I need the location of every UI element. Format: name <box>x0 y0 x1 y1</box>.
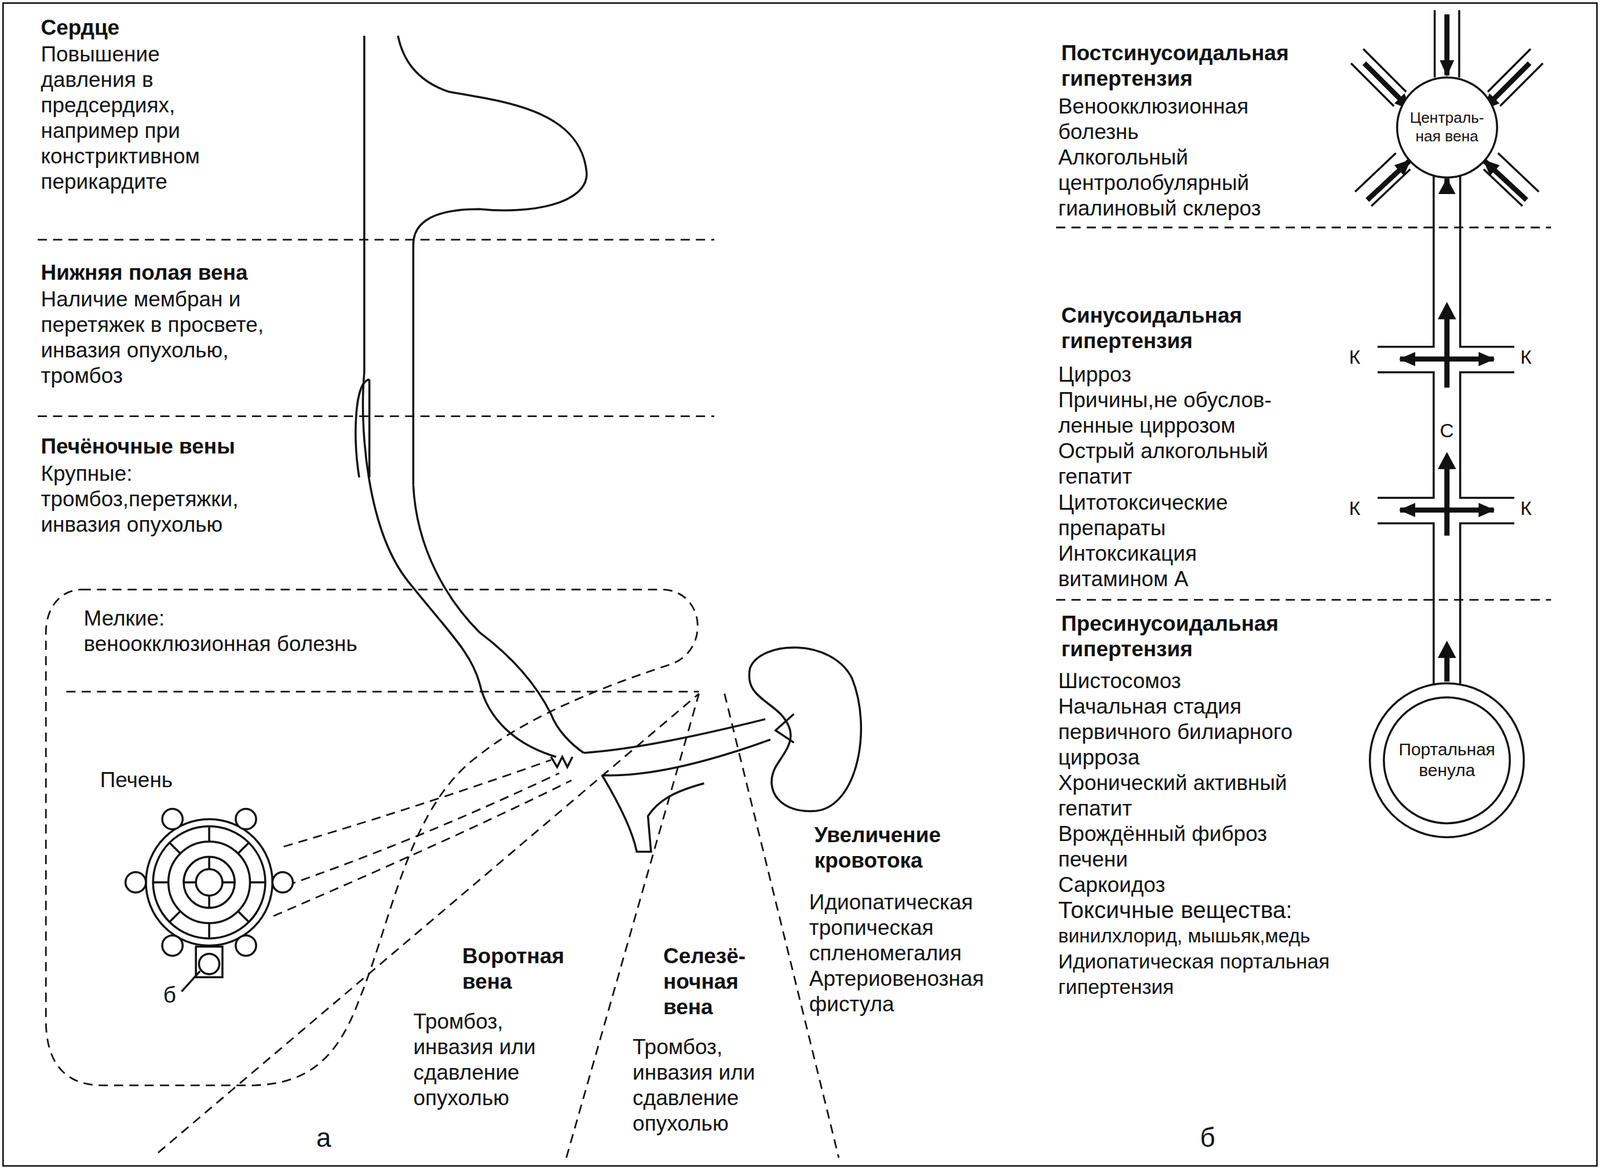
label-text: б <box>163 981 177 1009</box>
lobule-knob <box>162 809 183 830</box>
hepatic-vein <box>355 379 370 478</box>
flow-arrow <box>1483 159 1527 200</box>
lobule-knob <box>125 872 146 893</box>
section-heading: Постсинусоидальная гипертензия <box>1061 40 1358 92</box>
vessel-wall <box>1483 152 1539 207</box>
label-text: Печень <box>100 767 173 794</box>
label-text: Тромбоз, инвазия или сдавление опухолью <box>632 1034 786 1137</box>
circle-outline <box>1383 697 1511 824</box>
spleen <box>749 647 861 812</box>
label-text: Начальная стадия первичного билиарного ц… <box>1058 693 1350 771</box>
label-text: Артериовенозная фистула <box>809 966 1024 1018</box>
label-text: Алкогольный центролобулярный гиалиновый … <box>1058 144 1314 222</box>
divider-line <box>66 691 699 693</box>
vessel-wall <box>1460 176 1515 684</box>
label-text: Цитотоксические препараты <box>1058 490 1293 542</box>
lobule-link <box>273 780 572 916</box>
vena-cava-wall <box>413 484 584 754</box>
vena-cava-wall <box>363 35 557 758</box>
label-text: Тромбоз, инвазия или сдавление опухолью <box>413 1009 566 1112</box>
circle-outline <box>1368 681 1526 839</box>
label-text: Интоксикация витамином А <box>1058 541 1293 593</box>
label-text: Токсичные вещества: <box>1058 896 1293 924</box>
label-text: Идиопатическая тропическая спленомегалия <box>809 889 1019 967</box>
lobule-knob <box>235 809 257 830</box>
divider-lines <box>37 227 1551 1159</box>
flow-arrow <box>1367 159 1410 200</box>
divider-line <box>37 238 715 241</box>
section-heading: Селезё-ночная вена <box>663 943 761 1021</box>
vessel-wall <box>1434 10 1460 78</box>
label-text: К <box>1349 495 1361 522</box>
spleen-hilum <box>775 714 795 743</box>
label-text: Причины,не обуслов-ленные циррозом <box>1058 387 1324 439</box>
label-text: Веноокклюзионная болезнь <box>1058 93 1299 145</box>
label-text: Идиопатическая портальная гипертензия <box>1058 948 1401 1000</box>
label-text: б <box>1200 1122 1216 1155</box>
section-heading: Воротная вена <box>462 943 601 995</box>
label-text: Мелкие: <box>83 605 165 632</box>
section-heading: Синусоидальная гипертензия <box>1061 302 1307 354</box>
splenic-vein <box>601 739 771 776</box>
liver-outline <box>45 589 698 1086</box>
lobule-knob <box>198 954 219 975</box>
leader-line <box>181 971 201 992</box>
label-text: а <box>316 1122 331 1155</box>
label-text: веноокклюзионная болезнь <box>83 631 357 657</box>
flow-arrow <box>1444 14 1450 76</box>
lobule-knob <box>272 872 293 893</box>
label-text: Хронический активный гепатит <box>1058 770 1344 822</box>
lobule-link <box>286 773 560 886</box>
lobule-knob <box>235 935 257 956</box>
label-text: К <box>1520 495 1533 522</box>
vessel-circle: Портальная венула <box>1368 681 1526 839</box>
vessel-wall <box>1377 176 1434 684</box>
lobule-spokes <box>152 826 266 940</box>
divider-line <box>1056 598 1551 601</box>
label-text: Врождённый фиброз печени <box>1058 821 1324 873</box>
flow-arrows <box>1364 14 1530 511</box>
label-text: Саркоидоз <box>1058 872 1166 898</box>
lobule-center <box>195 868 223 896</box>
label-text: Повышение давления в предсердиях, наприм… <box>40 41 245 195</box>
section-heading: Пресинусоидальная гипертензия <box>1061 611 1347 663</box>
label-text: Наличие мембран и перетяжек в просвете, … <box>40 286 316 389</box>
label-text: Шистосомоз <box>1058 668 1182 694</box>
vessel-drawing <box>355 35 861 853</box>
lobule-ring <box>145 819 273 946</box>
lobule-knob <box>162 935 183 956</box>
section-heading: Сердце <box>40 15 120 41</box>
mesenteric-vein <box>601 775 704 852</box>
lobule-ring <box>152 826 266 940</box>
lobule-icon <box>125 809 294 992</box>
label-text: С <box>1439 418 1454 444</box>
label-text: К <box>1349 344 1361 371</box>
node-label: Портальная венула <box>1390 739 1504 781</box>
lobule-link <box>283 760 552 847</box>
label-text: Острый алкогольный гепатит <box>1058 438 1314 490</box>
section-heading: Печёночные вены <box>40 433 235 460</box>
section-heading: Нижняя полая вена <box>40 260 248 286</box>
divider-line <box>37 415 715 418</box>
label-text: Цирроз <box>1058 362 1132 388</box>
heart-outline <box>397 35 587 485</box>
divider-line <box>1056 226 1551 229</box>
label-text: Крупные: тромбоз,перетяжки, инвазия опух… <box>40 461 296 538</box>
label-text: К <box>1520 344 1533 371</box>
circle-outline <box>1396 77 1497 178</box>
vessel-wall <box>1354 152 1410 207</box>
circle-outline <box>1370 682 1525 838</box>
vessel-circle: Централь-ная вена <box>1396 76 1499 179</box>
node-label: Централь-ная вена <box>1404 108 1490 146</box>
divider-line <box>158 693 700 1154</box>
acinus-drawing <box>1350 10 1543 684</box>
section-heading: Увеличение кровотока <box>814 822 984 874</box>
portal-junction <box>550 757 573 768</box>
splenic-vein <box>583 719 766 754</box>
label-text: винилхлорид, мышьяк,медь <box>1058 923 1311 949</box>
